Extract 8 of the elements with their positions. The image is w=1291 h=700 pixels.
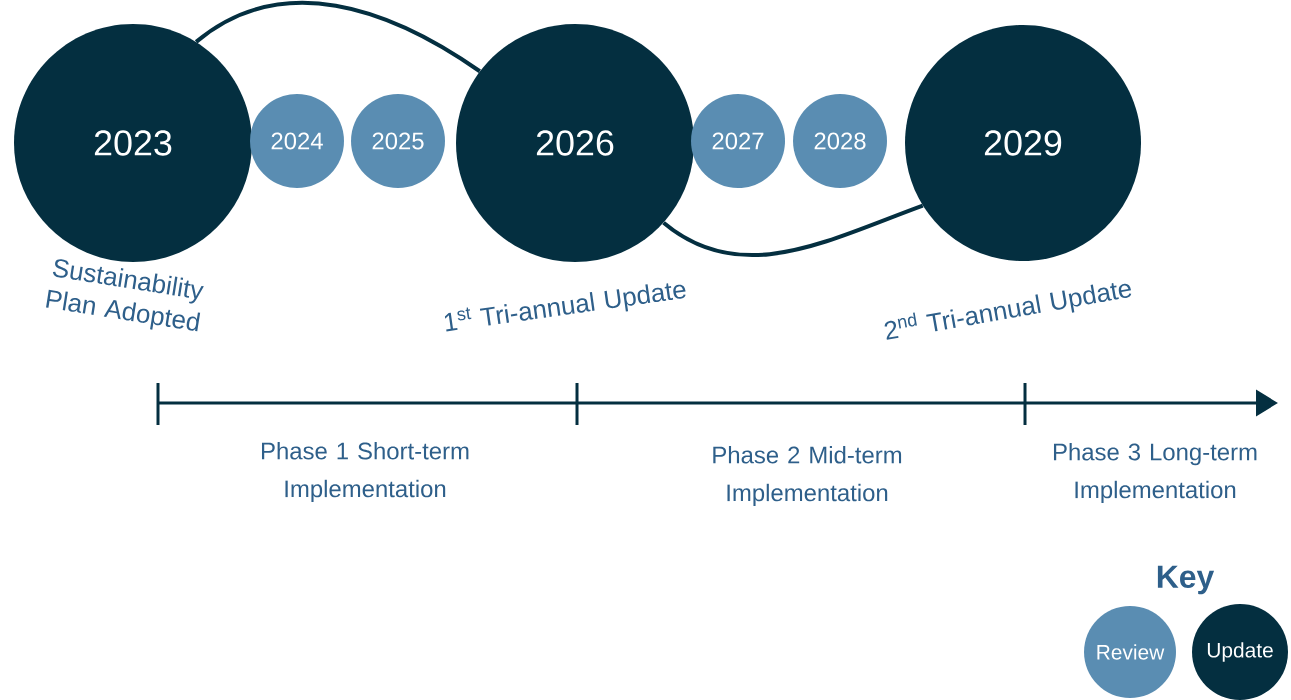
milestone-caption: 2$^{nd}$ Tri-annual Update	[884, 282, 1132, 340]
key-heading: Key	[1157, 565, 1215, 595]
phase-label: Phase 3 Long-term Implementation	[1054, 442, 1257, 504]
phase-label: Phase 2 Mid-term Implementation	[713, 445, 902, 507]
milestone-caption: 1$^{st}$ Tri-annual Update	[444, 283, 686, 332]
connector-arc	[662, 203, 924, 257]
phase-label: Phase 1 Short-term Implementation	[262, 441, 469, 503]
connector-arc	[195, 1, 481, 73]
